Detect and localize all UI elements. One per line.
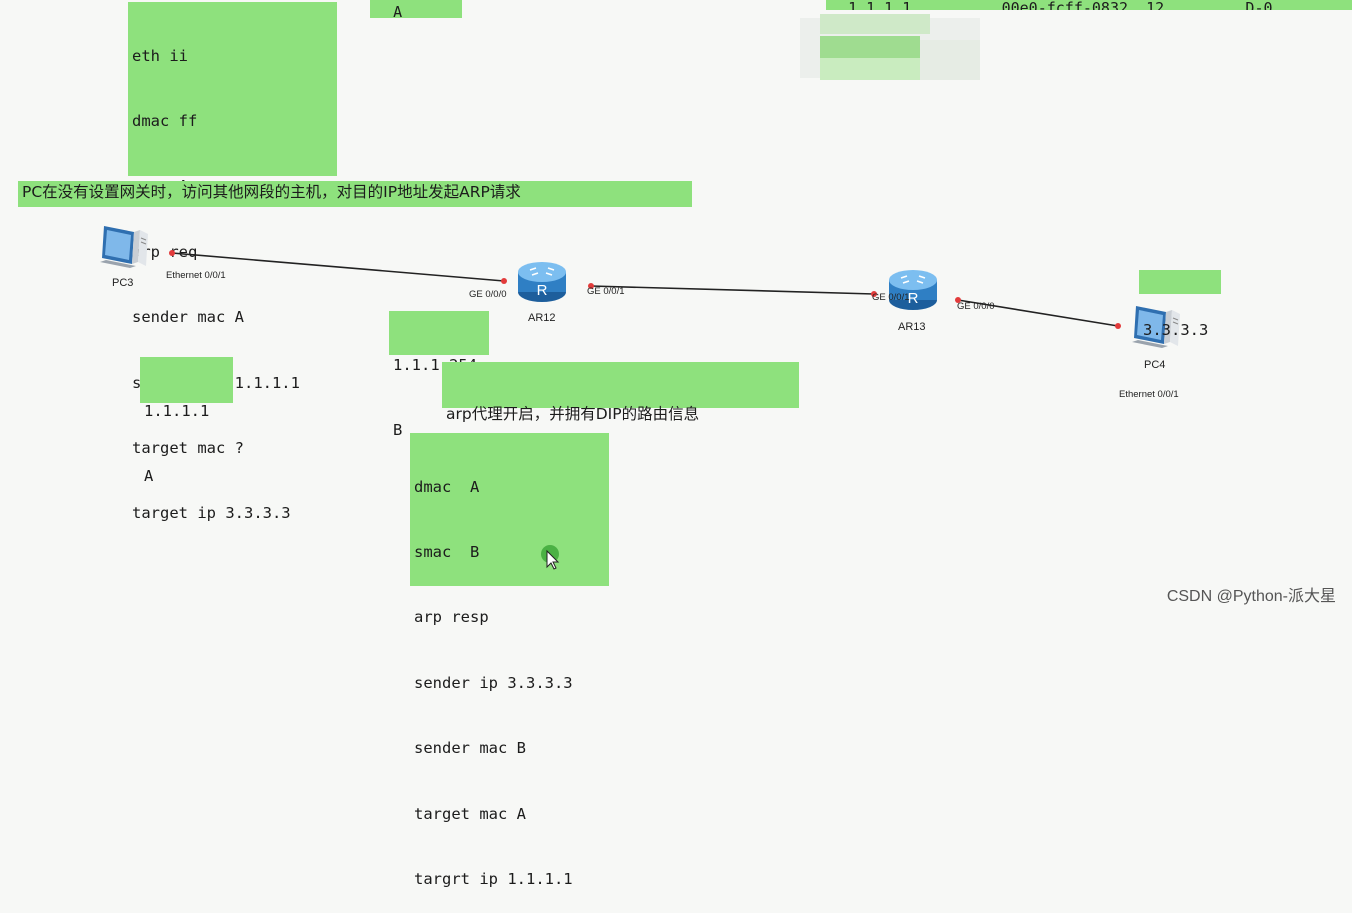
pc4-port-label: Ethernet 0/0/1	[1119, 389, 1179, 400]
port-dot	[501, 278, 507, 284]
pc3-ip: 1.1.1.1	[144, 401, 210, 420]
banner-text: PC在没有设置网关时，访问其他网段的主机，对目的IP地址发起ARP请求	[22, 183, 521, 201]
pc4-address-note: 3.3.3.3	[1139, 270, 1221, 339]
link-pc3-ar12	[171, 252, 505, 282]
proxy-arp-note: arp代理开启，并拥有DIP的路由信息 则回应arp应答	[442, 362, 799, 486]
frame-line: target mac ?	[132, 438, 244, 457]
ar12-port-right-label: GE 0/0/1	[587, 286, 625, 297]
port-dot	[871, 291, 877, 297]
watermark: CSDN @Python-派大星	[1166, 588, 1336, 605]
frame-line: eth ii	[132, 46, 188, 65]
top-partial-note-a: A	[370, 0, 462, 18]
ar13-port-right-label: GE 0/0/0	[957, 301, 995, 312]
port-dot	[169, 250, 175, 256]
blurred-region	[800, 10, 990, 80]
frame-line: dmac ff	[132, 111, 198, 130]
router-icon: R	[518, 262, 566, 302]
pc-icon	[1132, 306, 1180, 348]
pc-icon	[100, 226, 148, 268]
pc4-ip: 3.3.3.3	[1143, 321, 1209, 339]
link-ar12-ar13	[590, 285, 875, 295]
router-mac: B	[393, 420, 403, 439]
frame-line: sender ip 3.3.3.3	[414, 673, 573, 692]
svg-text:R: R	[537, 282, 548, 299]
arp-request-frame: eth ii dmac ff smac A arp req sender mac…	[128, 2, 337, 522]
top-partial-arp-table: 1.1.1.1 00e0-fcff-0832 12 D-0	[826, 0, 1352, 10]
pc3-port-label: Ethernet 0/0/1	[166, 270, 226, 281]
link-ar13-pc4	[957, 299, 1119, 327]
frame-line: targrt ip 1.1.1.1	[414, 869, 573, 888]
ar13-device[interactable]: R	[887, 266, 939, 312]
pc3-label: PC3	[112, 277, 134, 289]
proxy-arp-line: arp代理开启，并拥有DIP的路由信息	[446, 405, 700, 423]
pc3-address-note: 1.1.1.1 A	[140, 357, 233, 485]
top-partial-a-text: A	[393, 3, 403, 19]
ar12-device[interactable]: R	[516, 258, 568, 304]
frame-line: dmac A	[414, 477, 480, 496]
router-address-note: 1.1.1.254 B	[389, 311, 489, 439]
port-dot	[1115, 323, 1121, 329]
mouse-cursor-icon	[538, 543, 564, 575]
arp-reply-frame: dmac A smac B arp resp sender ip 3.3.3.3…	[410, 433, 609, 888]
pc3-mac: A	[144, 466, 154, 485]
top-partial-arp-text: 1.1.1.1 00e0-fcff-0832 12 D-0	[848, 0, 1273, 11]
pc3-device[interactable]	[96, 222, 152, 274]
explanation-banner: PC在没有设置网关时，访问其他网段的主机，对目的IP地址发起ARP请求	[18, 181, 692, 207]
network-links	[169, 250, 1121, 329]
frame-line: sender mac A	[132, 308, 244, 327]
port-dot	[955, 297, 961, 303]
frame-line: arp resp	[414, 608, 489, 627]
router-icon: R	[889, 270, 937, 310]
svg-text:R: R	[908, 290, 919, 307]
frame-line: target mac A	[414, 804, 526, 823]
ar12-label: AR12	[528, 312, 556, 324]
ar12-port-left-label: GE 0/0/0	[469, 289, 507, 300]
frame-line: sender mac B	[414, 739, 526, 758]
pc4-device[interactable]	[1128, 302, 1184, 354]
ar13-label: AR13	[898, 321, 926, 333]
port-dot	[588, 283, 594, 289]
pc4-label: PC4	[1144, 359, 1166, 371]
ar13-port-left-label: GE 0/0/1	[872, 292, 910, 303]
frame-line: target ip 3.3.3.3	[132, 504, 291, 523]
frame-line: smac B	[414, 542, 480, 561]
